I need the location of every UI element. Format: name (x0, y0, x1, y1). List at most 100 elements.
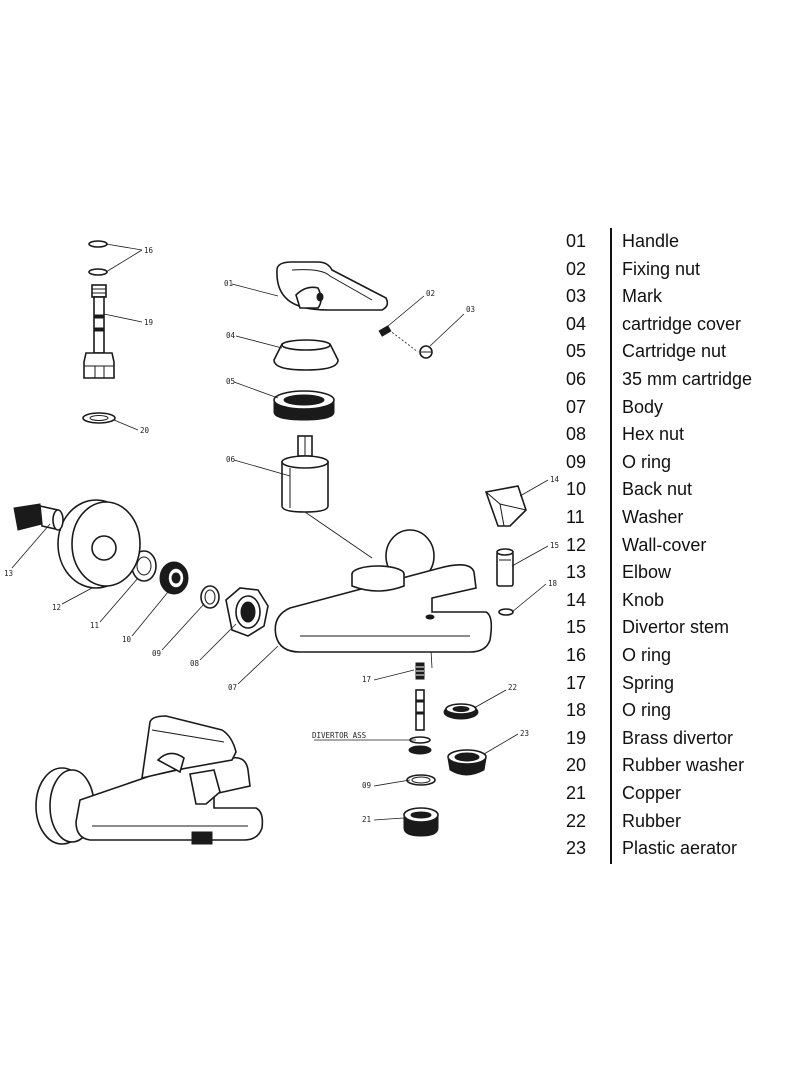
legend-item-number: 06 (566, 369, 587, 389)
assembled-mixer (35, 715, 264, 845)
legend-item-label: Copper (622, 783, 682, 803)
legend-item-number: 10 (566, 479, 587, 500)
legend-item-04: 04 cartridge cover (566, 311, 741, 338)
legend-item-08: 08 Hex nut (566, 421, 684, 448)
part-14-knob (484, 485, 527, 527)
legend-item-number: 23 (566, 838, 587, 859)
legend-item-number: 16 (566, 645, 587, 665)
legend-item-label: Spring (622, 672, 675, 693)
callout-17: 17 (362, 675, 371, 684)
legend-item-17: 17 Spring (566, 670, 674, 697)
part-18-o-ring-right (498, 608, 514, 616)
leader-lines (11, 243, 549, 821)
callout-19: 19 (144, 318, 153, 327)
legend-item-number: 19 (566, 727, 587, 748)
legend-item-15: 15 Divertor stem (566, 614, 729, 641)
callout-13: 13 (4, 569, 13, 578)
callout-03: 03 (466, 305, 475, 314)
legend-item-number: 05 (566, 341, 587, 362)
part-08-hex-nut (225, 587, 269, 637)
callout-06: 06 (226, 455, 236, 464)
callout-07: 07 (228, 683, 237, 692)
callout-04: 04 (226, 331, 236, 340)
legend-item-number: 08 (566, 424, 587, 445)
callout-15: 15 (550, 541, 559, 550)
part-10-back-nut (159, 561, 189, 595)
legend-item-number: 04 (566, 313, 587, 334)
callout-18: 18 (548, 579, 558, 588)
callout-23: 23 (520, 729, 529, 738)
legend-item-number: 09 (566, 451, 587, 472)
legend-item-label: Cartridge nut (622, 341, 727, 362)
legend-item-number: 22 (566, 810, 587, 831)
legend-item-number: 03 (566, 286, 587, 307)
callout-20: 20 (140, 426, 150, 435)
legend-item-label: Handle (622, 231, 680, 251)
legend-item-label: Divertor stem (622, 617, 730, 638)
legend-item-16: 16 O ring (566, 642, 671, 669)
legend-item-10: 10 Back nut (566, 476, 692, 503)
legend-item-14: 14 Knob (566, 587, 664, 614)
legend-item-12: 12 Wall-cover (566, 532, 706, 559)
callout-01: 01 (224, 279, 233, 288)
legend-item-label: Knob (622, 589, 665, 610)
callout-21: 21 (362, 815, 371, 824)
callout-22: 22 (508, 683, 517, 692)
part-20-rubber-washer (82, 412, 116, 424)
legend-item-label: Washer (622, 507, 684, 527)
legend-divider (610, 228, 612, 864)
part-22-rubber (443, 703, 479, 720)
legend-item-label: cartridge cover (622, 313, 742, 334)
callout-16: 16 (144, 246, 154, 255)
callout-02: 02 (426, 289, 435, 298)
legend-item-label: O ring (622, 700, 672, 721)
legend-item-number: 02 (566, 258, 587, 279)
legend-item-number: 14 (566, 589, 587, 610)
legend-item-number: 21 (566, 783, 587, 803)
callout-labels: 16 19 20 01 02 03 04 05 06 07 08 09 10 1… (4, 246, 560, 824)
legend-item-label: Fixing nut (622, 258, 701, 279)
legend-item-label: Hex nut (622, 424, 685, 445)
part-09-o-ring-left (200, 585, 220, 609)
legend-item-label: O ring (622, 645, 672, 665)
legend-item-21: 21 Copper (566, 780, 681, 807)
legend-item-label: Rubber (622, 810, 682, 831)
part-23-plastic-aerator (447, 749, 487, 776)
legend-item-05: 05 Cartridge nut (566, 338, 726, 365)
part-09-o-ring-bottom (406, 774, 436, 786)
part-02-fixing-nut (378, 325, 419, 353)
part-16-o-rings (88, 240, 108, 276)
legend-item-number: 17 (566, 672, 587, 693)
legend-item-number: 15 (566, 617, 587, 638)
legend-item-number: 12 (566, 534, 587, 555)
legend-item-label: Mark (622, 286, 662, 307)
legend-item-number: 13 (566, 562, 587, 583)
part-19-brass-divertor (83, 284, 115, 379)
legend-item-label: Rubber washer (622, 755, 745, 776)
part-04-cartridge-cover (273, 339, 339, 371)
callout-divertor-assembly: DIVERTOR ASS (312, 731, 367, 740)
part-21-copper (403, 807, 439, 837)
callout-05: 05 (226, 377, 235, 386)
part-07-body (274, 529, 493, 653)
part-03-mark (419, 345, 433, 359)
part-01-handle (276, 261, 389, 311)
legend-item-label: Plastic aerator (622, 838, 738, 859)
legend-item-label: Back nut (622, 479, 693, 500)
legend-item-label: Wall-cover (622, 534, 707, 555)
part-15-divertor-stem (496, 548, 514, 587)
legend-item-20: 20 Rubber washer (566, 752, 744, 779)
legend-item-number: 20 (566, 755, 587, 776)
callout-12: 12 (52, 603, 61, 612)
legend-item-03: 03 Mark (566, 283, 662, 310)
callout-09-bottom: 09 (362, 781, 371, 790)
part-12-wall-cover (57, 499, 141, 589)
